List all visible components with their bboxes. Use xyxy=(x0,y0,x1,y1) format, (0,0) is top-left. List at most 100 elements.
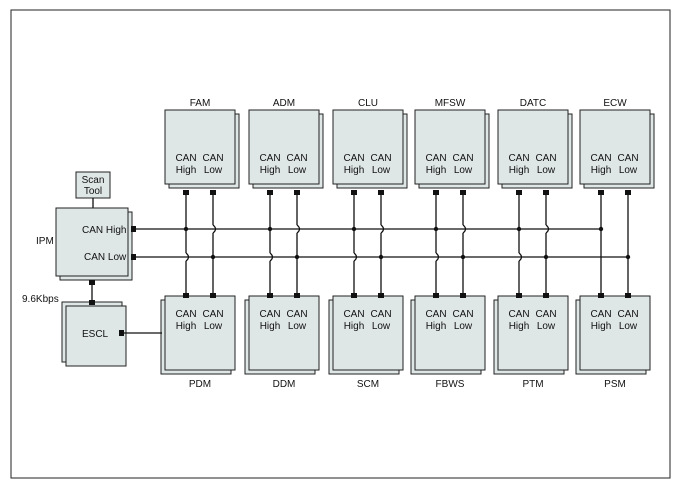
module-name-fam: FAM xyxy=(190,98,211,109)
connector-pin xyxy=(210,293,216,298)
connector-pin xyxy=(460,293,466,298)
can-low-label: Low xyxy=(288,321,307,332)
low-vertical-hop xyxy=(296,224,301,234)
connector-pin xyxy=(378,190,384,195)
module-name-mfsw: MFSW xyxy=(435,98,466,109)
high-vertical-hop xyxy=(269,252,274,262)
junction-dot xyxy=(543,254,549,260)
junction-dot xyxy=(625,254,631,260)
can-high-label: High xyxy=(591,165,612,176)
high-vertical-hop xyxy=(518,252,523,262)
junction-dot xyxy=(183,226,189,232)
can-high-label: High xyxy=(509,321,530,332)
can-label: CAN xyxy=(175,153,196,164)
low-vertical-hop xyxy=(462,224,467,234)
low-vertical-hop xyxy=(212,224,217,234)
can-high-label: High xyxy=(260,321,281,332)
connector-pin xyxy=(378,293,384,298)
can-label: CAN xyxy=(617,309,638,320)
can-high-label: High xyxy=(426,165,447,176)
module-name-fbws: FBWS xyxy=(436,379,465,390)
connector-pin xyxy=(433,190,439,195)
ipm-label: IPM xyxy=(36,236,54,247)
junction-dot xyxy=(433,226,439,232)
high-vertical-hop xyxy=(353,252,358,262)
can-label: CAN xyxy=(452,309,473,320)
can-label: CAN xyxy=(202,153,223,164)
connector-pin xyxy=(625,190,631,195)
can-bus xyxy=(136,195,631,293)
can-label: CAN xyxy=(286,153,307,164)
can-label: CAN xyxy=(370,153,391,164)
can-low-label: Low xyxy=(619,165,638,176)
can-label: CAN xyxy=(175,309,196,320)
bitrate-label: 9.6Kbps xyxy=(22,294,59,305)
connector-pin xyxy=(543,293,549,298)
module-name-pdm: PDM xyxy=(189,379,211,390)
escl-box: ESCL xyxy=(61,300,127,367)
can-high-label: High xyxy=(591,321,612,332)
junction-dot xyxy=(516,226,522,232)
module-name-clu: CLU xyxy=(358,98,378,109)
can-label: CAN xyxy=(452,153,473,164)
can-high-label: High xyxy=(344,321,365,332)
can-low-label: Low xyxy=(372,165,391,176)
connector-pin xyxy=(625,293,631,298)
connector-pin xyxy=(516,293,522,298)
low-vertical-hop xyxy=(380,224,385,234)
diagram-frame xyxy=(10,9,671,479)
connector-pin xyxy=(267,190,273,195)
can-low-label: Low xyxy=(537,165,556,176)
connector-pin xyxy=(516,190,522,195)
can-label: CAN xyxy=(259,153,280,164)
junction-dot xyxy=(351,226,357,232)
junction-dot xyxy=(598,226,604,232)
ipm-can-high-label: CAN High xyxy=(82,225,126,236)
junction-dot xyxy=(294,254,300,260)
connector-pin xyxy=(294,293,300,298)
ipm-box: CAN High CAN Low xyxy=(55,207,136,285)
connector-pin xyxy=(351,293,357,298)
can-low-label: Low xyxy=(619,321,638,332)
can-label: CAN xyxy=(425,153,446,164)
escl-label: ESCL xyxy=(82,329,109,340)
can-low-label: Low xyxy=(454,165,473,176)
can-label: CAN xyxy=(508,309,529,320)
connector-pin xyxy=(267,293,273,298)
high-vertical-hop xyxy=(435,252,440,262)
can-high-label: High xyxy=(344,165,365,176)
module-name-ddm: DDM xyxy=(273,379,296,390)
can-high-label: High xyxy=(509,165,530,176)
can-label: CAN xyxy=(202,309,223,320)
high-vertical-hop xyxy=(185,252,190,262)
can-label: CAN xyxy=(425,309,446,320)
connector-pin xyxy=(598,293,604,298)
can-low-label: Low xyxy=(204,165,223,176)
scan-tool-box: Scan Tool xyxy=(75,171,111,199)
connector-pin xyxy=(294,190,300,195)
ipm-can-low-label: CAN Low xyxy=(84,252,127,263)
module-name-psm: PSM xyxy=(604,379,626,390)
junction-dot xyxy=(210,254,216,260)
can-label: CAN xyxy=(535,309,556,320)
can-low-label: Low xyxy=(537,321,556,332)
can-low-label: Low xyxy=(372,321,391,332)
can-high-label: High xyxy=(260,165,281,176)
can-low-label: Low xyxy=(454,321,473,332)
module-name-adm: ADM xyxy=(273,98,295,109)
can-label: CAN xyxy=(617,153,638,164)
scan-tool-label-1: Scan xyxy=(82,175,105,186)
module-name-datc: DATC xyxy=(520,98,546,109)
connector-pin xyxy=(351,190,357,195)
module-name-ptm: PTM xyxy=(522,379,543,390)
junction-dot xyxy=(460,254,466,260)
module-name-ecw: ECW xyxy=(603,98,627,109)
